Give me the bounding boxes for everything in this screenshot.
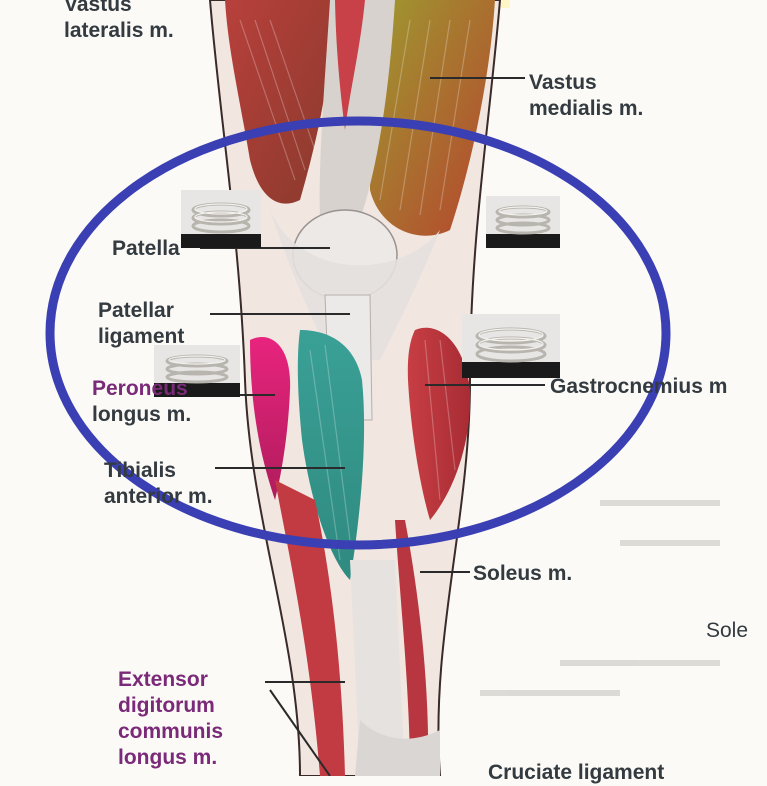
label-gastrocnemius: Gastrocnemius m xyxy=(550,374,727,400)
label-extensor-digitorum: Extensor digitorum communis longus m. xyxy=(118,667,223,771)
label-patellar-ligament-line1: Patellar xyxy=(98,298,184,324)
label-tibialis-anterior-line1: Tibialis xyxy=(104,458,213,484)
label-peroneus-longus: Peroneus longus m. xyxy=(92,376,191,428)
label-patellar-ligament: Patellar ligament xyxy=(98,298,184,350)
label-vastus-lateralis-line1: Vastus xyxy=(64,0,174,18)
label-soleus: Soleus m. xyxy=(473,561,572,587)
sensor-photo-medial xyxy=(486,196,560,248)
label-vastus-medialis: Vastus medialis m. xyxy=(529,70,643,122)
label-peroneus-longus-line1: Peroneus xyxy=(92,376,191,402)
label-cruciate-ligament: Cruciate ligament xyxy=(488,760,664,786)
label-tibialis-anterior: Tibialis anterior m. xyxy=(104,458,213,510)
label-extensor-line3: communis xyxy=(118,719,223,745)
label-extensor-line4: longus m. xyxy=(118,745,223,771)
label-extensor-line2: digitorum xyxy=(118,693,223,719)
label-patellar-ligament-line2: ligament xyxy=(98,324,184,350)
label-vastus-lateralis: Vastus lateralis m. xyxy=(64,0,174,44)
sensor-photo-patella xyxy=(181,190,261,248)
label-soleus-right: Sole xyxy=(706,618,748,644)
label-tibialis-anterior-line2: anterior m. xyxy=(104,484,213,510)
label-vastus-medialis-line1: Vastus xyxy=(529,70,643,96)
label-patella: Patella xyxy=(112,236,180,262)
label-peroneus-longus-line2: longus m. xyxy=(92,402,191,428)
label-extensor-line1: Extensor xyxy=(118,667,223,693)
label-vastus-medialis-line2: medialis m. xyxy=(529,96,643,122)
label-vastus-lateralis-line2: lateralis m. xyxy=(64,18,174,44)
sensor-photo-lateral-gastroc xyxy=(462,314,560,378)
